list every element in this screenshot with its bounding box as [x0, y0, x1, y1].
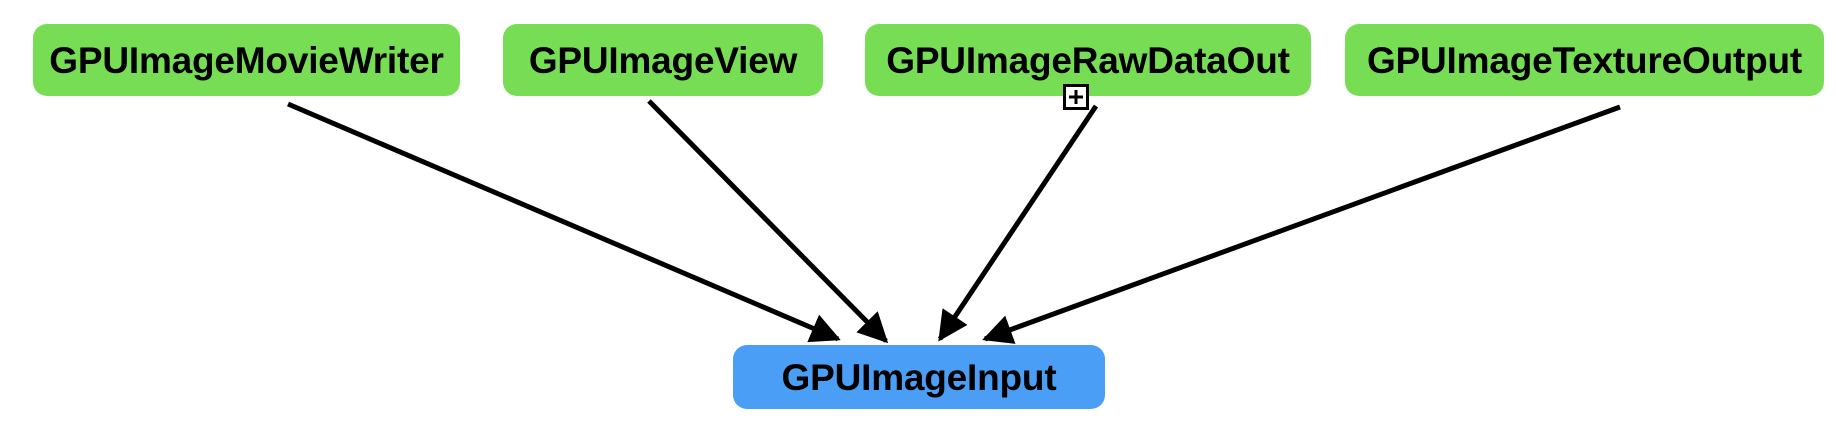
node-label: GPUImageView [528, 39, 798, 81]
edge-texture-output-to-image-input [982, 104, 1621, 344]
edge-raw-data-out-to-image-input [937, 104, 1099, 342]
node-label: GPUImageMovieWriter [49, 39, 444, 81]
edge-movie-writer-to-image-input [287, 101, 841, 343]
plus-crosshair-cursor-icon [1063, 84, 1089, 110]
node-gpuimageinput[interactable]: GPUImageInput [733, 345, 1105, 409]
node-label: GPUImageRawDataOut [886, 39, 1290, 81]
node-label: GPUImageTextureOutput [1366, 39, 1803, 81]
node-label: GPUImageInput [781, 356, 1057, 398]
edge-image-view-to-image-input [647, 99, 889, 344]
node-gpuimageview[interactable]: GPUImageView [503, 24, 823, 96]
node-gpuimagemoviewriter[interactable]: GPUImageMovieWriter [33, 24, 460, 96]
node-gpuimagetextureoutput[interactable]: GPUImageTextureOutput [1345, 24, 1824, 96]
